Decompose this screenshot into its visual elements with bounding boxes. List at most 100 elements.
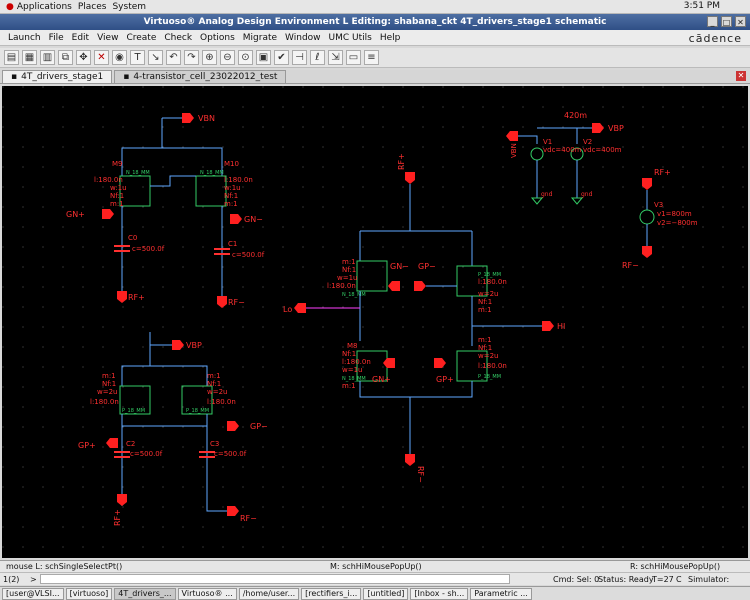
zoom-in-icon[interactable]: ⊕ [202, 50, 217, 65]
menu-help[interactable]: Help [379, 32, 401, 43]
save-as-icon[interactable]: ▥ [40, 50, 55, 65]
properties-icon[interactable]: ◉ [112, 50, 127, 65]
rf-source[interactable]: RF+ V3 v1=800m v2=−800m RF− [622, 168, 698, 270]
pm-left-model: P_18_MM [122, 408, 145, 414]
m10-nf: Nf:1 [224, 192, 238, 200]
pm-bot-w: w=2u [478, 352, 498, 360]
status-mid: M: schHiMousePopUp() [330, 562, 422, 571]
tab-4-transistor-cell[interactable]: ▪ 4-transistor_cell_23022012_test [114, 70, 287, 83]
label-icon[interactable]: ℓ [310, 50, 325, 65]
zoom-box-icon[interactable]: ▣ [256, 50, 271, 65]
menu-check[interactable]: Check [164, 32, 193, 43]
tab-4t-drivers-stage1[interactable]: ▪ 4T_drivers_stage1 [2, 70, 113, 83]
zoom-out-icon[interactable]: ⊖ [220, 50, 235, 65]
pin-rf-plus-src[interactable] [642, 178, 652, 190]
places-menu[interactable]: Places [77, 1, 107, 12]
command-input[interactable] [40, 574, 510, 584]
stretch-icon[interactable]: ⇲ [328, 50, 343, 65]
pin-vbn[interactable] [182, 113, 194, 123]
pin-rf-minus-bottom[interactable] [405, 454, 415, 466]
schematic-canvas[interactable]: VBN M9 l:180.0n w:1u Nf:1 m:1 N_18_MM M1… [2, 86, 748, 558]
menu-create[interactable]: Create [126, 32, 157, 43]
task-rectifiers[interactable]: [rectifiers_i... [301, 587, 362, 600]
dc-sources[interactable]: VBP 420m V1 vdc=400m V2 vdc=400m VBN gnd… [506, 111, 624, 205]
applications-menu[interactable]: ● Applications [6, 1, 72, 12]
pin-gn-plus-mid[interactable] [383, 358, 395, 368]
undo-icon[interactable]: ↶ [166, 50, 181, 65]
pin-vbn-src[interactable] [506, 131, 518, 141]
minimize-button[interactable]: _ [707, 16, 718, 27]
schematic-icon: ▪ [123, 72, 130, 82]
maximize-button[interactable]: □ [721, 16, 732, 27]
c0-name: C0 [128, 234, 137, 242]
close-tab-icon[interactable]: ✕ [736, 71, 746, 81]
bus-icon[interactable]: ≡ [364, 50, 379, 65]
task-inbox[interactable]: [Inbox - sh... [410, 587, 469, 600]
clock[interactable]: 3:51 PM [683, 1, 720, 11]
pin-gp-plus-mid[interactable] [434, 358, 446, 368]
zoom-fit-icon[interactable]: ⊙ [238, 50, 253, 65]
copy-icon[interactable]: ⧉ [58, 50, 73, 65]
close-button[interactable]: ✕ [735, 16, 746, 27]
label-hi: HI [557, 322, 565, 331]
pin-hi[interactable] [542, 321, 554, 331]
menu-view[interactable]: View [97, 32, 119, 43]
menu-edit[interactable]: Edit [71, 32, 90, 43]
redo-icon[interactable]: ↷ [184, 50, 199, 65]
menu-launch[interactable]: Launch [8, 32, 41, 43]
pin-icon[interactable]: ⊣ [292, 50, 307, 65]
nmos-pair-top-left[interactable]: VBN M9 l:180.0n w:1u Nf:1 m:1 N_18_MM M1… [66, 113, 265, 308]
check-save-icon[interactable]: ✔ [274, 50, 289, 65]
task-terminal[interactable]: [user@VLSI... [2, 587, 64, 600]
label-gn-minus: GN− [244, 215, 263, 224]
menu-options[interactable]: Options [200, 32, 235, 43]
menu-file[interactable]: File [48, 32, 64, 43]
nm-bot-l: l:180.0n [342, 358, 371, 366]
task-virtuoso[interactable]: [virtuoso] [65, 587, 113, 600]
toolbar: ▤ ▦ ▥ ⧉ ✥ ✕ ◉ T ↘ ↶ ↷ ⊕ ⊖ ⊙ ▣ ✔ ⊣ ℓ ⇲ ▭ … [0, 48, 750, 68]
pin-gp-minus-mid[interactable] [414, 281, 426, 291]
pin-gn-minus[interactable] [230, 214, 242, 224]
save-icon[interactable]: ▦ [22, 50, 37, 65]
open-icon[interactable]: ▤ [4, 50, 19, 65]
pin-vbp2[interactable] [172, 340, 184, 350]
pin-rf-plus-top[interactable] [405, 172, 415, 184]
task-home[interactable]: /home/user... [238, 587, 300, 600]
pin-lo[interactable] [294, 303, 306, 313]
task-untitled[interactable]: [untitled] [363, 587, 409, 600]
menu-umc-utils[interactable]: UMC Utils [328, 32, 372, 43]
task-4t-drivers[interactable]: 4T_drivers_... [114, 587, 176, 600]
schematic-drawing[interactable]: VBN M9 l:180.0n w:1u Nf:1 m:1 N_18_MM M1… [2, 86, 748, 558]
pin-gn-minus-mid[interactable] [388, 281, 400, 291]
task-parametric[interactable]: Parametric ... [470, 587, 532, 600]
m9-m: m:1 [110, 200, 124, 208]
move-icon[interactable]: ✥ [76, 50, 91, 65]
menu-migrate[interactable]: Migrate [242, 32, 278, 43]
c0-value: c=500.0f [132, 245, 165, 253]
gnome-foot-icon: ● [6, 1, 14, 12]
pin-gp-plus[interactable] [106, 438, 118, 448]
system-menu[interactable]: System [112, 1, 147, 12]
text-icon[interactable]: T [130, 50, 145, 65]
nm-bot-model: N_18_MM [342, 376, 366, 382]
label-gp-minus: GP− [250, 422, 268, 431]
menu-window[interactable]: Window [285, 32, 321, 43]
delete-icon[interactable]: ✕ [94, 50, 109, 65]
pmos-pair-bottom-left[interactable]: VBP m:1 Nf:1 w=2u l:180.0n P_18_MM m:1 N… [78, 332, 268, 526]
pin-vbp[interactable] [592, 123, 604, 133]
m9-nf: Nf:1 [110, 192, 124, 200]
wire-icon[interactable]: ↘ [148, 50, 163, 65]
window-titlebar[interactable]: Virtuoso® Analog Design Environment L Ed… [0, 14, 750, 30]
pin-rf-minus-c1[interactable] [217, 296, 227, 308]
label-rf-plus-src: RF+ [654, 168, 671, 177]
pin-gp-minus[interactable] [227, 421, 239, 431]
mixer-core[interactable]: RF+ m:1 Nf:1 w=1u l:180.0n N_18_MM P_18_… [283, 153, 565, 483]
instance-icon[interactable]: ▭ [346, 50, 361, 65]
vsrc-name: V3 [654, 201, 663, 209]
pin-gn-plus[interactable] [102, 209, 114, 219]
pin-rf-minus-src[interactable] [642, 246, 652, 258]
pin-rf-minus-c3[interactable] [227, 506, 239, 516]
pin-rf-plus-c0[interactable] [117, 291, 127, 303]
pin-rf-plus-c2[interactable] [117, 494, 127, 506]
task-virtuoso-ade[interactable]: Virtuoso® ... [177, 587, 237, 600]
